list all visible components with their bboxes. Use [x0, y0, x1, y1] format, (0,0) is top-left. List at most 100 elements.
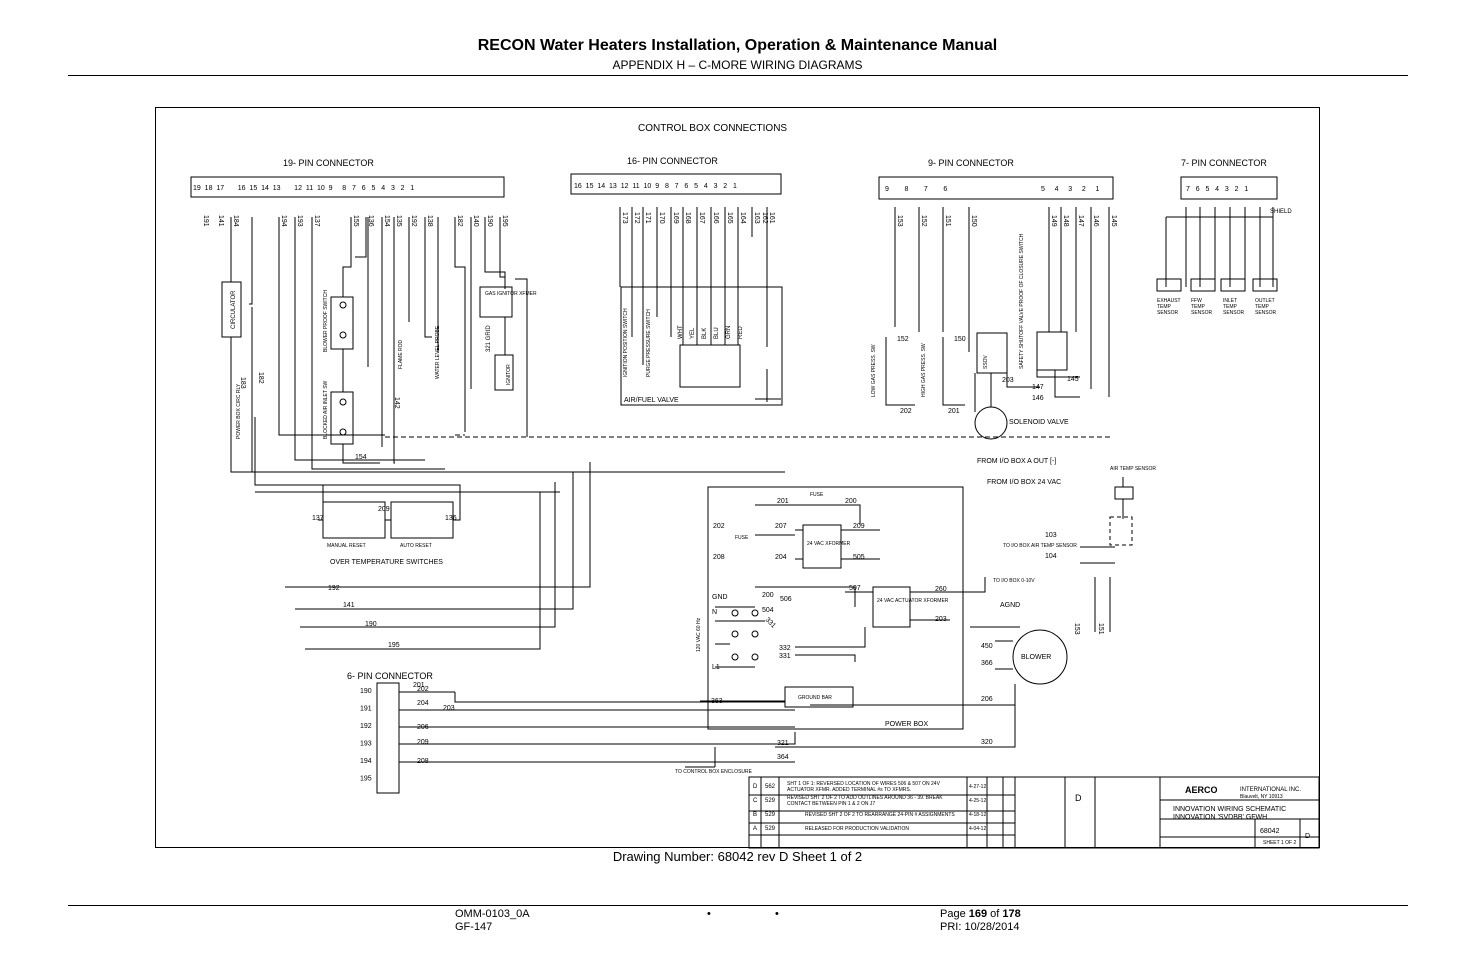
- connector-9-pins-left: 9 8 7 6: [885, 186, 947, 193]
- connector-6-wire-right: 202: [417, 686, 429, 693]
- air-temp-label: AIR TEMP SENSOR: [1110, 466, 1156, 472]
- wire-number: 183: [239, 377, 246, 389]
- connector-19-pins: 19 18 17 16 15 14 13 12 11 10 9 8 7 6 5 …: [193, 185, 414, 192]
- valve-wire-color: GRN: [726, 326, 732, 339]
- revision-description: REVISED SHT 2 OF 2 TO ADD OUTLINES AROUN…: [787, 795, 943, 801]
- auto-reset-switch: [390, 501, 454, 539]
- wire-number: 260: [935, 586, 947, 593]
- wire-number: 363: [711, 698, 723, 705]
- wire-number: 331: [764, 616, 777, 629]
- revision-eco: 529: [765, 826, 776, 832]
- wire-number-19pin: 137: [313, 215, 320, 227]
- wire-number: 202: [713, 523, 725, 530]
- manual-reset-switch: [322, 501, 386, 539]
- wire-number: 141: [343, 602, 355, 609]
- revision-eco: 562: [765, 784, 776, 790]
- wire-number-16pin: 172: [633, 212, 640, 224]
- revision-description: REVISED SHT 2 OF 2 TO REARRANGE 24-PIN #…: [805, 812, 955, 818]
- air-fuel-valve-label: AIR/FUEL VALVE: [624, 397, 679, 404]
- from-io-24-label: FROM I/O BOX 24 VAC: [987, 479, 1061, 486]
- drawing-rev: D: [1305, 833, 1310, 840]
- wire-number: 504: [762, 607, 774, 614]
- wire-number: 364: [777, 754, 789, 761]
- wiring-diagram: CONTROL BOX CONNECTIONS 19- PIN CONNECTO…: [155, 107, 1320, 849]
- connector-6-wire-left: 190: [360, 688, 372, 695]
- wire-number-19pin: 182: [456, 215, 463, 227]
- wire-number: 202: [900, 408, 912, 415]
- agnd-label: AGND: [1000, 602, 1020, 609]
- valve-wire-color: RED: [738, 326, 744, 339]
- connector-6-wire-left: 195: [360, 776, 372, 783]
- temp-sensor-label: SENSOR: [1223, 310, 1245, 316]
- shield-label: SHIELD: [1270, 209, 1292, 215]
- blower-proof-label: BLOWER PROOF SWITCH: [323, 290, 329, 352]
- wire-number: 103: [1045, 532, 1057, 539]
- wire-number: 104: [1045, 553, 1057, 560]
- wire-number: 190: [365, 621, 377, 628]
- flame-rod-label: FLAME ROD: [398, 339, 404, 369]
- wire-number: 145: [1067, 376, 1079, 383]
- revision-description: SHT 1 OF 1: REVERSED LOCATION OF WIRES 5…: [787, 781, 941, 787]
- wire-number: 331: [779, 653, 791, 660]
- temp-sensor-label: TEMP: [1191, 304, 1206, 310]
- connector-7-title: 7- PIN CONNECTOR: [1181, 158, 1267, 168]
- to-control-label: TO CONTROL BOX ENCLOSURE: [675, 769, 753, 775]
- footer-bullet-1: •: [707, 908, 711, 920]
- wire-number-19pin: 195: [501, 215, 508, 227]
- water-level-label: WATER LEVEL PROBE: [435, 325, 441, 379]
- air-temp-sensor-housing: [1109, 516, 1133, 546]
- wire-number-16pin: 164: [739, 212, 746, 224]
- company-location: Blauvelt, NY 10913: [1240, 794, 1283, 800]
- wire-number-9pin: 146: [1092, 215, 1099, 227]
- wire-number: 192: [328, 585, 340, 592]
- wire-number-16pin: 165: [726, 212, 733, 224]
- wire-number: 142: [393, 397, 400, 409]
- connector-7-pins: 7 6 5 4 3 2 1: [1186, 186, 1248, 193]
- revision-letter: A: [753, 826, 757, 832]
- revision-eco: 529: [765, 798, 776, 804]
- revision-description: ACTUATOR XFMR. ADDED TERMINAL #s TO XFMR…: [787, 787, 911, 793]
- temp-sensor-label: SENSOR: [1157, 310, 1179, 316]
- connector-6-wire-right: 206: [417, 724, 429, 731]
- connector-6-wire-left: 193: [360, 741, 372, 748]
- connector-16-pin-box: [570, 173, 782, 195]
- connector-19-title: 19- PIN CONNECTOR: [283, 158, 374, 168]
- temp-sensor-label: FFW: [1191, 298, 1202, 304]
- vac120-label: 120 VAC 60 Hz: [696, 617, 702, 652]
- wire-number: 153: [1073, 623, 1080, 635]
- wire-number-9pin: 149: [1050, 215, 1057, 227]
- low-gas-label: LOW GAS PRESS. SW: [871, 344, 877, 397]
- safety-shutoff-box: [1036, 331, 1068, 371]
- wire-number: 204: [775, 554, 787, 561]
- connector-6-wire-left: 192: [360, 723, 372, 730]
- blower-motor: [1012, 629, 1068, 685]
- connector-16-title: 16- PIN CONNECTOR: [627, 156, 718, 166]
- wire-number: 209: [378, 506, 390, 513]
- wire-number-9pin: 153: [896, 215, 903, 227]
- wire-number-16pin: 162: [761, 212, 768, 224]
- wire-number: 505: [853, 554, 865, 561]
- wire-number: 507: [849, 585, 861, 592]
- wire-number: 450: [981, 643, 993, 650]
- ssov-label: SSOV: [983, 354, 989, 369]
- valve-wire-color: BLU: [714, 327, 720, 339]
- company-suffix: INTERNATIONAL INC.: [1240, 787, 1301, 793]
- wire-number: 147: [1032, 384, 1044, 391]
- connector-6-pin-box: [376, 682, 400, 794]
- revision-letter: B: [753, 812, 757, 818]
- connector-6-wire-left: 191: [360, 706, 372, 713]
- wire-number-19pin: 194: [280, 215, 287, 227]
- wire-number: 154: [355, 454, 367, 461]
- wire-number: 366: [981, 660, 993, 667]
- ignitor-label: IGNITOR: [506, 364, 512, 385]
- connector-6-wire-extra: 203: [443, 705, 455, 712]
- wire-number: 201: [948, 408, 960, 415]
- wire-number: 201: [777, 498, 789, 505]
- blower-label: BLOWER: [1021, 654, 1051, 661]
- wire-number: 136: [445, 515, 457, 522]
- wire-number: 146: [1032, 395, 1044, 402]
- footer-rule: [68, 905, 1408, 906]
- connector-6-title: 6- PIN CONNECTOR: [347, 671, 433, 681]
- title-block: [748, 776, 1320, 849]
- wire-number: 203: [935, 616, 947, 623]
